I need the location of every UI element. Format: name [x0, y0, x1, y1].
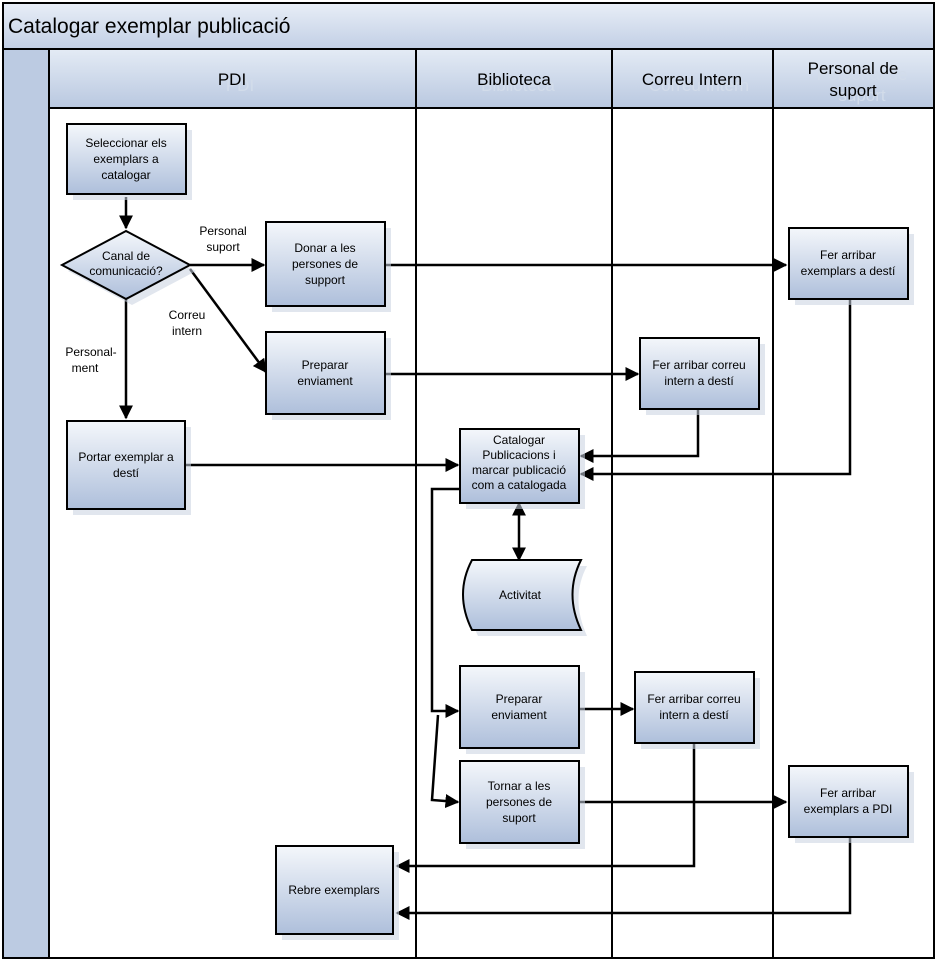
node-tornar: Tornar a les persones de suport: [459, 760, 585, 849]
node-fer-arribar-exemplars: Fer arribar exemplars a destí: [788, 227, 914, 305]
node-preparar1-line: enviament: [297, 374, 353, 388]
node-fer-arribar-correu-2: Fer arribar correu intern a destí: [634, 671, 760, 749]
pool-side-strip: [2, 48, 50, 959]
title-bar: [2, 2, 935, 50]
lane-title-biblioteca: Biblioteca: [477, 70, 551, 89]
edge-correu2-rebre: [395, 742, 696, 873]
node-fer-arribar-pdi: Fer arribar exemplars a PDI: [788, 765, 914, 843]
node-correu2-line: Fer arribar correu: [647, 692, 740, 706]
lane-ghost-correu: Correu Intern: [649, 76, 749, 95]
node-activitat-datastore: Activitat: [462, 559, 587, 636]
lane-title-pdi: PDI: [218, 70, 246, 89]
node-catalogar-line: Publicacions i: [482, 448, 555, 462]
lane-title-personal-2: suport: [829, 81, 877, 100]
node-catalogar: Catalogar Publicacions i marcar publicac…: [459, 428, 585, 509]
node-correu2-line: intern a destí: [659, 708, 729, 722]
node-donar-line: persones de: [292, 257, 358, 271]
node-seleccionar-line: Seleccionar els: [85, 136, 166, 150]
diagram-title: Catalogar exemplar publicació: [8, 15, 291, 38]
node-fer-arribar-exemplars-line: exemplars a destí: [801, 264, 896, 278]
node-fer-arribar-correu-1: Fer arribar correu intern a destí: [639, 337, 765, 415]
node-preparar-enviament-1: Preparar enviament: [265, 331, 391, 420]
lane-title-correu-intern: Correu Intern: [642, 70, 742, 89]
node-portar-line: destí: [113, 466, 140, 480]
lane-ghost-pdi: PDI: [226, 76, 254, 95]
edge-label-personal-suport-2: suport: [206, 240, 240, 254]
edge-label-correu-intern-1: Correu: [169, 308, 206, 322]
edge-label-personal-suport-1: Personal: [199, 224, 246, 238]
node-preparar2-line: Preparar: [496, 692, 543, 706]
edge-canal-preparar: [188, 268, 268, 374]
node-fer-arribar-pdi-line: Fer arribar: [820, 786, 876, 800]
lane-ghost-biblioteca: Biblioteca: [481, 76, 555, 95]
node-correu1-line: intern a destí: [664, 374, 734, 388]
node-tornar-line: suport: [502, 811, 536, 825]
lane-ghost-personal-1: Personal de: [817, 65, 908, 84]
edge-pdi-rebre: [395, 836, 852, 920]
edge-label-correu-intern-2: intern: [172, 324, 202, 338]
lane-title-personal-1: Personal de: [808, 59, 899, 78]
node-tornar-line: persones de: [486, 795, 552, 809]
node-fer-arribar-pdi-line: exemplars a PDI: [804, 802, 893, 816]
node-preparar2-line: enviament: [491, 708, 547, 722]
lane-ghost-personal-2: suport: [838, 86, 886, 105]
lane-header-correu-intern: [611, 48, 774, 109]
edge-exemplars-catalogar: [579, 299, 852, 481]
edge-catalogar-preparar2: [430, 487, 460, 718]
node-seleccionar-line: catalogar: [101, 168, 150, 182]
node-donar-line: support: [305, 273, 346, 287]
lane-header-pdi: [48, 48, 417, 109]
edge-catalogar-tornar: [430, 714, 460, 809]
node-canal-line: Canal de: [102, 249, 150, 263]
node-fer-arribar-exemplars-line: Fer arribar: [820, 248, 876, 262]
node-seleccionar: Seleccionar els exemplars a catalogar: [66, 123, 192, 200]
node-donar: Donar a les persones de support: [265, 221, 391, 312]
node-seleccionar-line: exemplars a: [93, 152, 159, 166]
node-catalogar-line: com a catalogada: [472, 478, 567, 492]
lane-header-personal-suport: [772, 48, 935, 109]
node-catalogar-line: Catalogar: [493, 433, 545, 447]
node-catalogar-line: marcar publicació: [472, 463, 566, 477]
node-portar: Portar exemplar a destí: [66, 420, 191, 515]
edge-correu-catalogar: [579, 408, 700, 463]
node-canal-decision: Canal de comunicació?: [59, 229, 196, 305]
node-portar-line: Portar exemplar a: [78, 450, 174, 464]
node-canal-line: comunicació?: [89, 264, 163, 278]
node-rebre-exemplars: Rebre exemplars: [275, 845, 399, 940]
edge-label-personalment-2: ment: [72, 361, 99, 375]
node-donar-line: Donar a les: [294, 241, 355, 255]
node-tornar-line: Tornar a les: [488, 779, 551, 793]
node-preparar-enviament-2: Preparar enviament: [459, 665, 585, 754]
node-activitat-label: Activitat: [499, 588, 542, 602]
node-preparar1-line: Preparar: [302, 358, 349, 372]
node-rebre-label: Rebre exemplars: [288, 883, 379, 897]
node-correu1-line: Fer arribar correu: [652, 358, 745, 372]
edge-label-personalment-1: Personal-: [65, 345, 116, 359]
